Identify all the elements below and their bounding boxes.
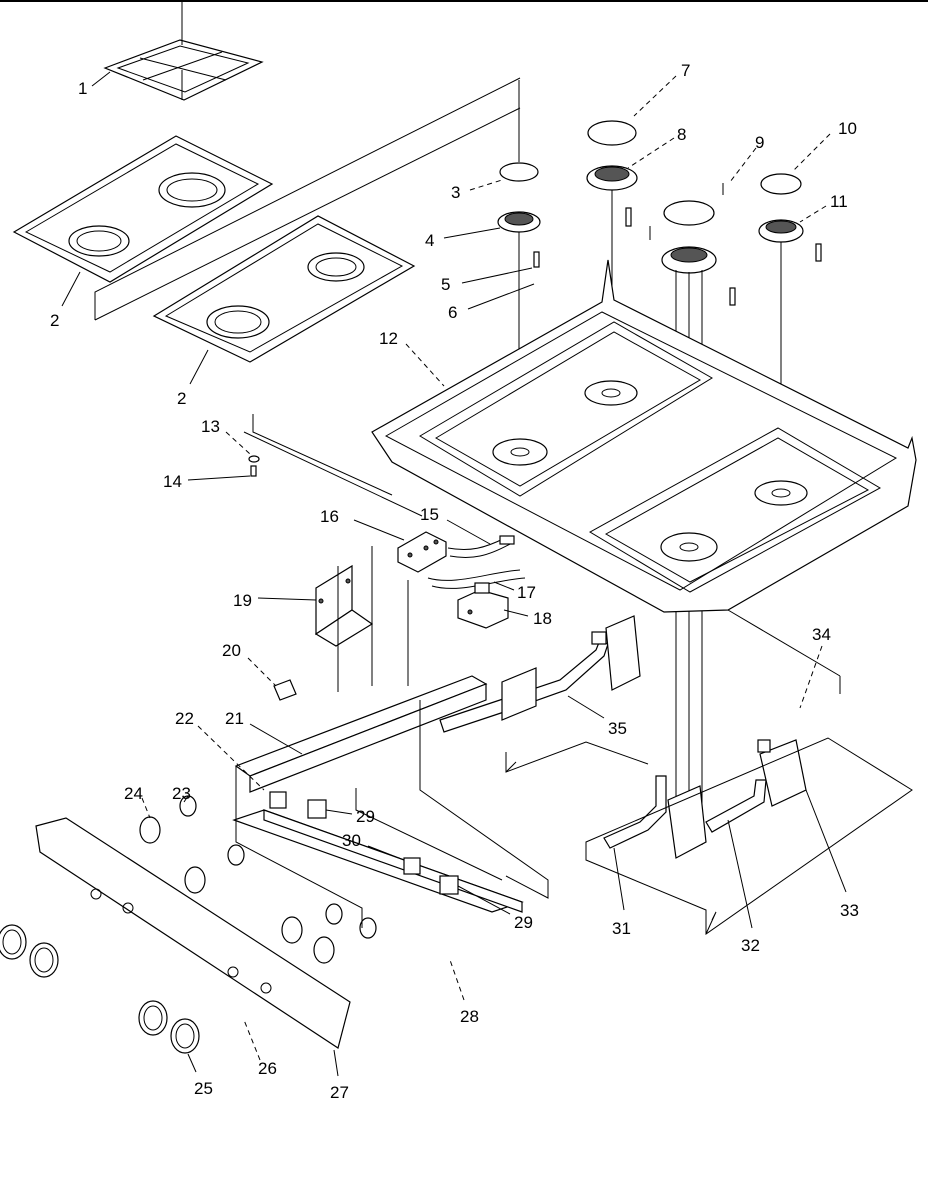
part-burner-support-front bbox=[667, 785, 707, 859]
part-burner-cap-small bbox=[499, 80, 539, 182]
part-burner-support-rear bbox=[757, 739, 807, 807]
callout-3: 3 bbox=[451, 183, 460, 202]
part-burner-cap-rear bbox=[663, 200, 715, 226]
part-grommet-screw bbox=[248, 455, 260, 477]
part-grate bbox=[103, 2, 264, 101]
callout-27: 27 bbox=[330, 1083, 349, 1102]
callout-15: 15 bbox=[420, 505, 439, 524]
callout-2: 2 bbox=[177, 389, 186, 408]
callout-23: 23 bbox=[172, 784, 191, 803]
callout-1: 1 bbox=[78, 79, 87, 98]
callout-18: 18 bbox=[533, 609, 552, 628]
part-bracket bbox=[314, 564, 374, 647]
callout-34: 34 bbox=[812, 625, 831, 644]
part-burner-head-rear bbox=[661, 246, 736, 845]
callout-35: 35 bbox=[608, 719, 627, 738]
part-manifold-pipe bbox=[234, 675, 488, 793]
callout-24: 24 bbox=[124, 784, 143, 803]
part-knobs bbox=[0, 924, 200, 1054]
callout-28: 28 bbox=[460, 1007, 479, 1026]
callout-30: 30 bbox=[342, 831, 361, 850]
callout-29: 29 bbox=[356, 807, 375, 826]
callout-5: 5 bbox=[441, 275, 450, 294]
part-burner-pan-right bbox=[152, 215, 416, 363]
callout-32: 32 bbox=[741, 936, 760, 955]
callout-8: 8 bbox=[677, 125, 686, 144]
callout-17: 17 bbox=[517, 583, 536, 602]
callout-29: 29 bbox=[514, 913, 533, 932]
part-valve-left bbox=[269, 791, 327, 819]
part-burner-support-mid bbox=[501, 667, 537, 721]
part-valve-knob-adapters bbox=[179, 795, 377, 939]
callout-26: 26 bbox=[258, 1059, 277, 1078]
part-burner-cap-right bbox=[760, 173, 802, 195]
part-orifice-fitting bbox=[273, 679, 297, 701]
part-washers bbox=[139, 816, 335, 964]
callout-6: 6 bbox=[448, 303, 457, 322]
callout-22: 22 bbox=[175, 709, 194, 728]
callout-11: 11 bbox=[830, 192, 848, 211]
part-cooktop bbox=[371, 259, 917, 613]
callout-20: 20 bbox=[222, 641, 241, 660]
callout-14: 14 bbox=[163, 472, 182, 491]
callout-2: 2 bbox=[50, 311, 59, 330]
part-base-plate bbox=[585, 737, 913, 935]
part-regulator bbox=[457, 582, 509, 629]
callout-16: 16 bbox=[320, 507, 339, 526]
callouts: 1 2 2 3 4 5 6 7 8 9 10 11 12 13 14 15 16… bbox=[50, 61, 859, 1102]
part-control-panel bbox=[35, 817, 351, 1049]
callout-4: 4 bbox=[425, 231, 434, 250]
part-burner-pan-left bbox=[12, 135, 274, 283]
callout-7: 7 bbox=[681, 61, 690, 80]
callout-21: 21 bbox=[225, 709, 244, 728]
callout-12: 12 bbox=[379, 329, 398, 348]
part-burner-cap-large bbox=[587, 120, 637, 146]
callout-10: 10 bbox=[838, 119, 857, 138]
callout-9: 9 bbox=[755, 133, 764, 152]
callout-33: 33 bbox=[840, 901, 859, 920]
callout-31: 31 bbox=[612, 919, 631, 938]
callout-25: 25 bbox=[194, 1079, 213, 1098]
part-rear-support-upper bbox=[605, 615, 641, 691]
callout-19: 19 bbox=[233, 591, 252, 610]
part-spark-module bbox=[397, 531, 447, 573]
callout-13: 13 bbox=[201, 417, 220, 436]
leader-lines bbox=[61, 71, 847, 1077]
part-valve-right bbox=[403, 857, 459, 895]
